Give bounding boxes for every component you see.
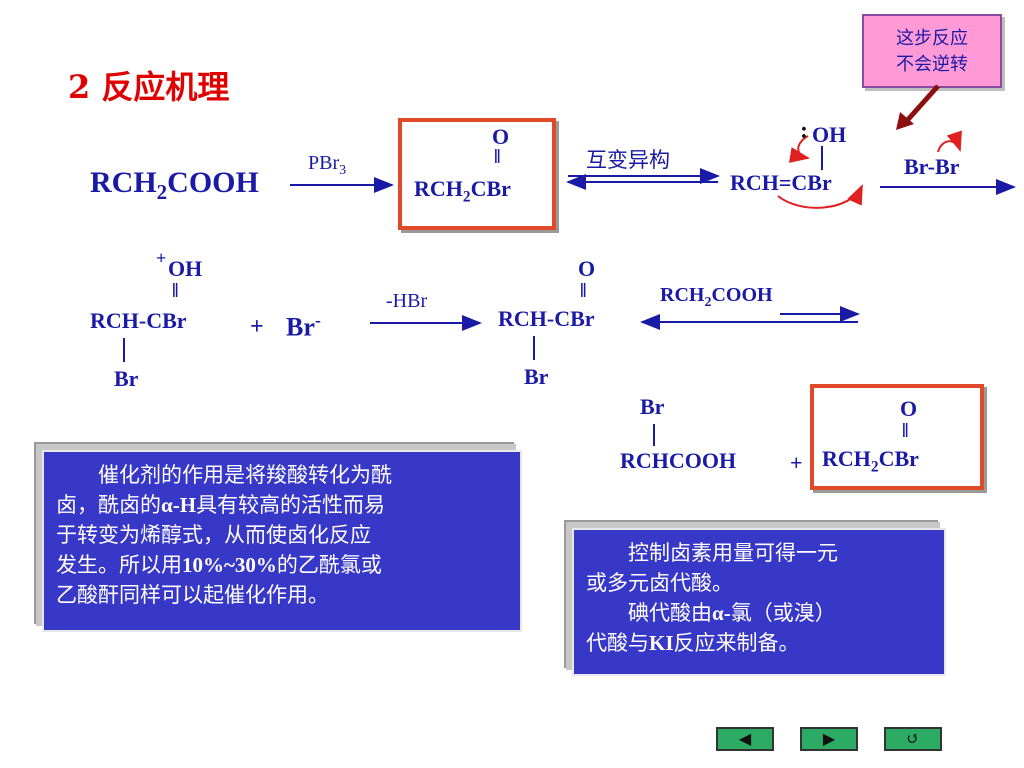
panel-left-line-3: 于转变为烯醇式，从而使卤化反应 xyxy=(56,523,371,547)
left-triangle-icon: ◀ xyxy=(738,729,752,748)
acyl-double-bond: ‖ xyxy=(494,146,501,168)
hbr-label: -HBr xyxy=(386,290,428,312)
acid-reagent-label: RCH2COOH xyxy=(660,284,773,310)
acyl-bromide-highlight-box xyxy=(398,118,556,230)
right-triangle-icon: ▶ xyxy=(822,729,836,748)
electron-push-curve-2 xyxy=(777,184,863,209)
electron-push-curve-1 xyxy=(788,135,810,163)
cation-bromine: Br xyxy=(114,366,139,391)
product-formula: RCH-CBr xyxy=(498,306,595,331)
cation-charge: + xyxy=(156,248,167,268)
bromo-acid-formula: RCHCOOH xyxy=(620,448,737,473)
cation-formula: RCH-CBr xyxy=(90,308,187,333)
reactant-carboxylic-acid: RCH2COOH xyxy=(90,166,259,204)
enol-hydroxyl: OH xyxy=(812,122,847,147)
regenerated-acyl-formula: RCH2CBr xyxy=(822,446,919,476)
product-oxygen: O xyxy=(578,256,596,281)
panel-left-line-2: 卤，酰卤的α-H具有较高的活性而易 xyxy=(56,493,386,517)
panel-right-line-2: 或多元卤代酸。 xyxy=(586,571,733,595)
note-line-1: 这步反应 xyxy=(896,28,968,49)
return-button[interactable]: ↺ xyxy=(884,727,942,751)
cation-double-bond: ‖ xyxy=(172,280,179,302)
panel-right-line-1: 控制卤素用量可得一元 xyxy=(628,541,838,565)
panel-right-line-4: 代酸与KI反应来制备。 xyxy=(586,631,800,655)
electron-push-curve-3 xyxy=(937,130,962,153)
bromide-ion: Br- xyxy=(286,310,321,342)
note-pointer-arrow xyxy=(902,84,940,126)
enol-formula: RCH=CBr xyxy=(730,170,832,195)
enol-lone-pair: : xyxy=(800,118,808,144)
acyl-bromide-formula: RCH2CBr xyxy=(414,176,511,206)
acyl-oxygen: O xyxy=(492,124,510,149)
alpha-bromine: Br xyxy=(640,394,665,419)
cation-hydroxyl: OH xyxy=(168,256,203,281)
regenerated-acyl-bromide-box xyxy=(810,384,984,490)
bromine-molecule: Br-Br xyxy=(904,154,960,179)
next-slide-button[interactable]: ▶ xyxy=(800,727,858,751)
panel-left-line-1: 催化剂的作用是将羧酸转化为酰 xyxy=(98,463,392,487)
product-bromine: Br xyxy=(524,364,549,389)
product-double-bond: ‖ xyxy=(580,280,587,302)
note-line-2: 不会逆转 xyxy=(896,54,968,75)
plus-sign-2: + xyxy=(790,450,803,475)
plus-sign: + xyxy=(250,314,264,340)
halogen-control-panel: 控制卤素用量可得一元 或多元卤代酸。 碘代酸由α-氯（或溴） 代酸与KI反应来制… xyxy=(572,528,946,676)
page-title: 2 反应机理 xyxy=(68,68,230,106)
panel-left-line-5: 乙酸酐同样可以起催化作用。 xyxy=(56,583,329,607)
regenerated-oxygen: O xyxy=(900,396,918,421)
panel-right-line-3: 碘代酸由α-氯（或溴） xyxy=(628,601,836,625)
previous-slide-button[interactable]: ◀ xyxy=(716,727,774,751)
reagent-pbr3: PBr3 xyxy=(308,152,347,178)
panel-left-line-4: 发生。所以用10%~30%的乙酰氯或 xyxy=(56,553,382,577)
return-icon: ↺ xyxy=(906,729,920,748)
catalyst-explanation-panel: 催化剂的作用是将羧酸转化为酰 卤，酰卤的α-H具有较高的活性而易 于转变为烯醇式… xyxy=(42,450,522,632)
tautomerism-label: 互变异构 xyxy=(586,148,670,172)
note-box: 这步反应 不会逆转 xyxy=(862,14,1002,88)
regenerated-double-bond: ‖ xyxy=(902,420,909,442)
